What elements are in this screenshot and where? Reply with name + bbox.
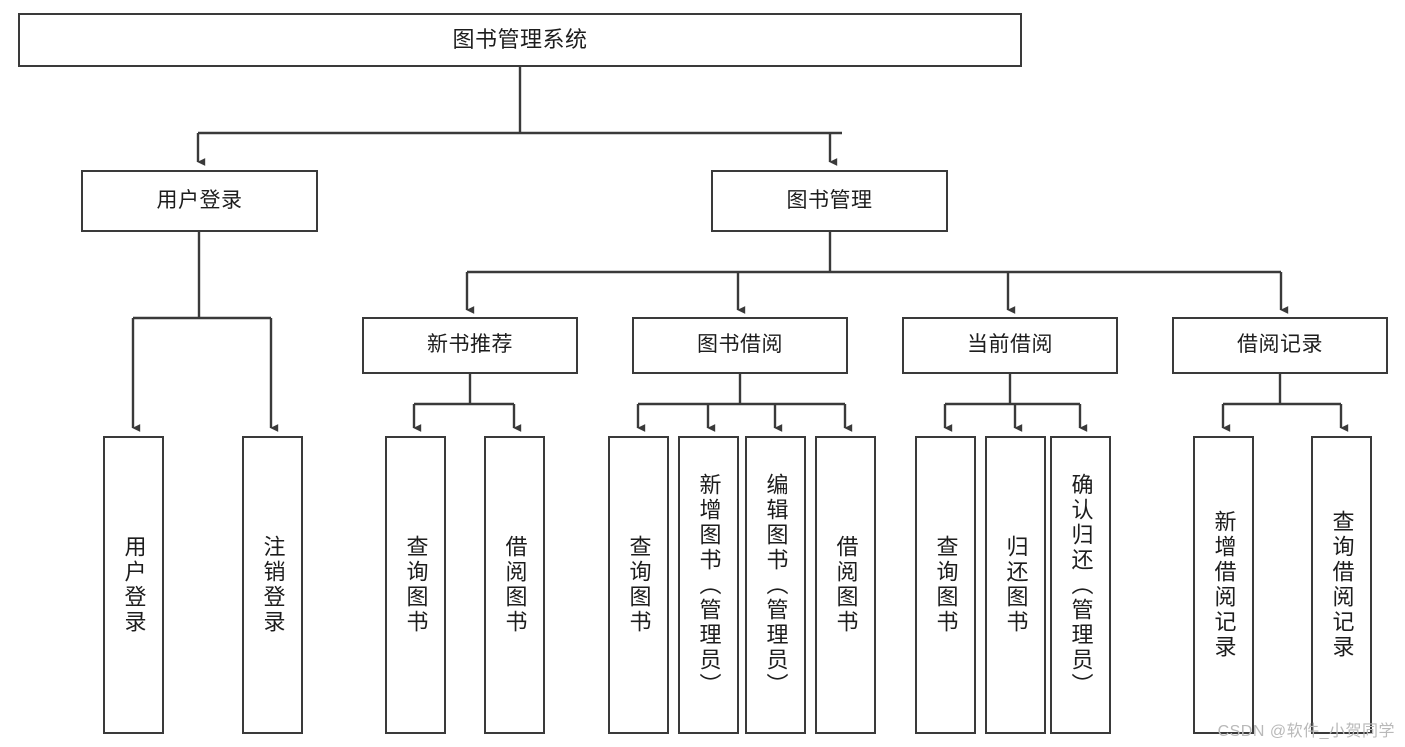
node-leaf-edit-book[interactable]: 编辑图书（管理员） — [745, 436, 806, 734]
node-leaf-query-book-2[interactable]: 查询图书 — [608, 436, 669, 734]
node-leaf-query-book-1[interactable]: 查询图书 — [385, 436, 446, 734]
node-leaf-return-book-label: 归还图书 — [1003, 535, 1029, 635]
node-book-borrow-label: 图书借阅 — [697, 333, 783, 357]
node-leaf-borrow-book-2[interactable]: 借阅图书 — [815, 436, 876, 734]
node-leaf-logout-login[interactable]: 注销登录 — [242, 436, 303, 734]
node-leaf-borrow-book-1-label: 借阅图书 — [502, 535, 528, 635]
node-root-system-label: 图书管理系统 — [452, 27, 588, 53]
node-new-book-recommend[interactable]: 新书推荐 — [362, 317, 578, 374]
node-book-management[interactable]: 图书管理 — [711, 170, 948, 232]
node-leaf-return-book[interactable]: 归还图书 — [985, 436, 1046, 734]
node-leaf-confirm-return[interactable]: 确认归还（管理员） — [1050, 436, 1111, 734]
node-book-management-label: 图书管理 — [786, 188, 873, 212]
node-leaf-user-login[interactable]: 用户登录 — [103, 436, 164, 734]
node-leaf-query-record-label: 查询借阅记录 — [1329, 510, 1355, 660]
node-borrow-record-label: 借阅记录 — [1237, 333, 1323, 357]
node-book-borrow[interactable]: 图书借阅 — [632, 317, 848, 374]
node-leaf-add-book[interactable]: 新增图书（管理员） — [678, 436, 739, 734]
node-leaf-edit-book-label: 编辑图书（管理员） — [763, 472, 789, 698]
node-leaf-query-book-3-label: 查询图书 — [933, 535, 959, 635]
node-leaf-query-book-3[interactable]: 查询图书 — [915, 436, 976, 734]
node-leaf-query-book-1-label: 查询图书 — [403, 535, 429, 635]
node-leaf-user-login-label: 用户登录 — [121, 535, 147, 635]
node-leaf-query-book-2-label: 查询图书 — [626, 535, 652, 635]
node-leaf-query-record[interactable]: 查询借阅记录 — [1311, 436, 1372, 734]
node-leaf-confirm-return-label: 确认归还（管理员） — [1068, 472, 1094, 698]
node-leaf-borrow-book-2-label: 借阅图书 — [833, 535, 859, 635]
node-new-book-recommend-label: 新书推荐 — [427, 333, 513, 357]
node-leaf-add-record[interactable]: 新增借阅记录 — [1193, 436, 1254, 734]
node-leaf-add-book-label: 新增图书（管理员） — [696, 472, 722, 698]
node-leaf-borrow-book-1[interactable]: 借阅图书 — [484, 436, 545, 734]
node-current-borrow-label: 当前借阅 — [967, 333, 1053, 357]
node-user-login-label: 用户登录 — [156, 188, 243, 212]
node-root-system[interactable]: 图书管理系统 — [18, 13, 1022, 67]
node-user-login[interactable]: 用户登录 — [81, 170, 318, 232]
node-leaf-logout-login-label: 注销登录 — [260, 535, 286, 635]
csdn-watermark: CSDN @软件_小贺同学 — [1217, 723, 1395, 740]
node-borrow-record[interactable]: 借阅记录 — [1172, 317, 1388, 374]
node-current-borrow[interactable]: 当前借阅 — [902, 317, 1118, 374]
node-leaf-add-record-label: 新增借阅记录 — [1211, 510, 1237, 660]
